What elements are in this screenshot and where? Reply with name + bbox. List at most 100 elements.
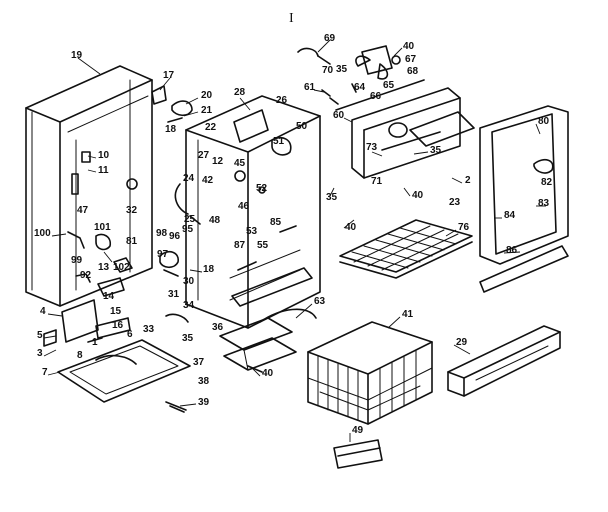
callout-c40d: 40: [262, 368, 274, 379]
callout-c99: 99: [71, 255, 83, 266]
drain-assembly: [159, 250, 317, 373]
callout-c35a: 35: [336, 64, 348, 75]
fan-assembly: [297, 45, 401, 97]
callout-c6: 6: [127, 329, 133, 340]
callout-c73: 73: [366, 142, 378, 153]
callout-c86: 86: [506, 245, 518, 256]
callout-c13: 13: [98, 262, 110, 273]
callout-c7: 7: [42, 367, 48, 378]
callout-c31: 31: [168, 289, 180, 300]
callout-c34: 34: [183, 300, 195, 311]
callout-c92: 92: [80, 270, 92, 281]
callout-c63: 63: [314, 296, 326, 307]
callout-c60: 60: [333, 110, 345, 121]
callout-c53: 53: [246, 226, 258, 237]
callout-c42: 42: [202, 175, 214, 186]
callout-c40a: 40: [403, 41, 415, 52]
callout-c36: 36: [212, 322, 224, 333]
callout-c1: 1: [92, 337, 98, 348]
callout-c55: 55: [257, 240, 269, 251]
outer-cabinet: [25, 65, 153, 307]
callout-c19: 19: [71, 50, 83, 61]
callout-c28: 28: [234, 87, 246, 98]
callout-c101: 101: [94, 222, 111, 233]
callout-c27: 27: [198, 150, 210, 161]
callout-c35b: 35: [430, 145, 442, 156]
callout-c26: 26: [276, 95, 288, 106]
callout-c98: 98: [156, 228, 168, 239]
callout-c40c: 40: [345, 222, 357, 233]
callout-c29: 29: [456, 337, 468, 348]
base-assembly: [43, 299, 191, 413]
callout-c95: 95: [182, 224, 194, 235]
callout-c14: 14: [103, 291, 115, 302]
callout-c102: 102: [113, 262, 130, 273]
wire-basket: [307, 321, 433, 425]
callout-c66: 66: [370, 91, 382, 102]
callout-c18a: 18: [165, 124, 177, 135]
callout-c32: 32: [126, 205, 138, 216]
callout-c21: 21: [201, 105, 213, 116]
callout-c33: 33: [143, 324, 155, 335]
callout-c11: 11: [98, 165, 109, 176]
callout-c25: 25: [184, 214, 196, 225]
callout-c68: 68: [407, 66, 419, 77]
callout-c46: 46: [238, 201, 250, 212]
callout-c40b: 40: [412, 190, 424, 201]
callout-c70: 70: [322, 65, 334, 76]
callout-c64: 64: [354, 82, 366, 93]
wire-shelf: [339, 219, 473, 279]
callout-c97: 97: [157, 249, 169, 260]
door-rail: [447, 325, 561, 397]
door-gasket: [479, 105, 569, 293]
callout-c65: 65: [383, 80, 395, 91]
callout-c18b: 18: [203, 264, 215, 275]
callout-c38: 38: [198, 376, 210, 387]
callout-c50: 50: [296, 121, 308, 132]
leader-lines: [43, 39, 546, 442]
callout-c100: 100: [34, 228, 51, 239]
callout-c87: 87: [234, 240, 246, 251]
callout-c51: 51: [273, 136, 285, 147]
callout-c96: 96: [169, 231, 181, 242]
callout-c49: 49: [352, 425, 364, 436]
callout-c22: 22: [205, 122, 217, 133]
callout-c61: 61: [304, 82, 316, 93]
callout-c20: 20: [201, 90, 213, 101]
callout-c35d: 35: [182, 333, 194, 344]
callout-c67: 67: [405, 54, 417, 65]
callout-c47: 47: [77, 205, 89, 216]
callout-c85: 85: [270, 217, 282, 228]
callout-c15: 15: [110, 306, 122, 317]
callout-c16: 16: [112, 320, 124, 331]
callout-c8: 8: [77, 350, 83, 361]
callout-c83: 83: [538, 198, 550, 209]
callout-c39: 39: [198, 397, 210, 408]
callout-c45: 45: [234, 158, 246, 169]
callout-c10: 10: [98, 150, 110, 161]
glide-part: [333, 439, 383, 469]
inner-liner: [174, 95, 321, 329]
top-controls: [151, 85, 193, 123]
callout-c12: 12: [212, 156, 224, 167]
callout-c17: 17: [163, 70, 175, 81]
callout-c81: 81: [126, 236, 138, 247]
callout-c48: 48: [209, 215, 221, 226]
callout-c41: 41: [402, 309, 414, 320]
callout-c37: 37: [193, 357, 205, 368]
callout-c3: 3: [37, 348, 43, 359]
callout-c23: 23: [449, 197, 461, 208]
cabinet-components: [67, 151, 138, 297]
callout-c35c: 35: [326, 192, 338, 203]
callout-c76: 76: [458, 222, 470, 233]
callout-c4: 4: [40, 306, 46, 317]
evaporator-cover: [329, 79, 475, 179]
callout-c84: 84: [504, 210, 516, 221]
callout-c24: 24: [183, 173, 195, 184]
callout-c82: 82: [541, 177, 553, 188]
callout-c2: 2: [465, 175, 471, 186]
diagram-top-mark: I: [289, 11, 294, 26]
callout-c71: 71: [371, 176, 383, 187]
